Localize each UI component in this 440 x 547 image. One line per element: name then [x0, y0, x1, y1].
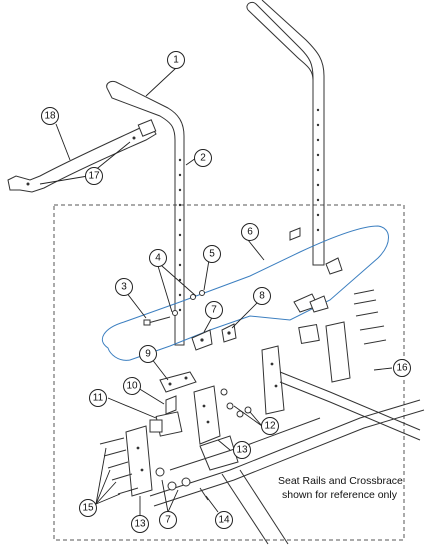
svg-text:5: 5: [209, 249, 215, 260]
svg-text:16: 16: [396, 363, 408, 374]
svg-text:7: 7: [165, 515, 171, 526]
callout-1: 1: [167, 51, 185, 69]
svg-text:2: 2: [200, 153, 206, 164]
svg-text:1: 1: [173, 55, 179, 66]
svg-text:14: 14: [218, 515, 230, 526]
svg-text:10: 10: [126, 381, 138, 392]
callout-2: 2: [194, 149, 212, 167]
callout-10: 10: [123, 377, 141, 395]
backrest-latch: [149, 371, 197, 437]
callout-13-lower: 13: [131, 515, 149, 533]
callout-18: 18: [41, 107, 59, 125]
reference-note-line-1: Seat Rails and Crossbrace: [278, 475, 403, 487]
callout-6: 6: [241, 223, 259, 241]
reference-note-line-2: shown for reference only: [282, 489, 398, 501]
bolt-and-washers: [143, 290, 205, 326]
callout-4: 4: [149, 249, 167, 267]
svg-text:11: 11: [93, 393, 104, 404]
svg-text:6: 6: [247, 227, 253, 238]
back-upholstery-outline: [102, 225, 389, 361]
callout-7-upper: 7: [205, 301, 223, 319]
side-plates: [125, 321, 351, 497]
svg-text:12: 12: [264, 421, 276, 432]
svg-text:17: 17: [88, 171, 100, 182]
callout-7-lower: 7: [159, 511, 177, 529]
callout-5: 5: [203, 245, 221, 263]
svg-text:8: 8: [259, 291, 265, 302]
svg-text:13: 13: [134, 519, 146, 530]
screws: [99, 289, 387, 501]
svg-text:9: 9: [145, 349, 151, 360]
callout-12: 12: [261, 417, 279, 435]
callout-14: 14: [215, 511, 233, 529]
mounting-brackets: [191, 227, 343, 351]
svg-text:3: 3: [121, 282, 127, 293]
svg-text:13: 13: [236, 445, 248, 456]
svg-text:7: 7: [211, 305, 217, 316]
callout-3: 3: [115, 278, 133, 296]
callout-8: 8: [253, 287, 271, 305]
svg-text:18: 18: [44, 111, 56, 122]
callout-11: 11: [89, 389, 107, 407]
svg-text:4: 4: [155, 253, 161, 264]
callout-13-upper: 13: [233, 441, 251, 459]
callout-17: 17: [85, 167, 103, 185]
svg-text:15: 15: [82, 503, 94, 514]
back-post-right: [246, 0, 325, 266]
callout-15: 15: [79, 499, 97, 517]
callout-9: 9: [139, 345, 157, 363]
strut-bar: [7, 119, 157, 193]
back-post-left: [106, 81, 185, 346]
seat-rails: [149, 371, 425, 545]
reference-box: [53, 204, 405, 541]
callout-16: 16: [393, 359, 411, 377]
